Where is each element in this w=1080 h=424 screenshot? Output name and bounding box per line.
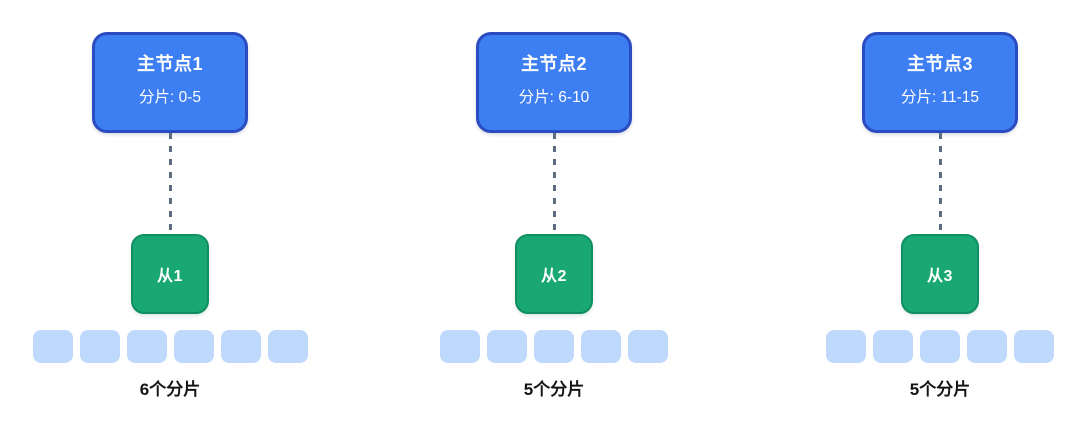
master-node-shard-range: 分片: 6-10: [518, 88, 590, 106]
shard-square: [826, 330, 866, 363]
shard-square: [920, 330, 960, 363]
cluster-column-3: 主节点3 分片: 11-15 从3 5个分片: [770, 0, 1080, 400]
slave-node-label: 从3: [927, 268, 953, 285]
master-node-title: 主节点3: [906, 53, 973, 74]
shard-square: [967, 330, 1007, 363]
master-node-shard-range: 分片: 11-15: [900, 88, 980, 106]
cluster-column-2: 主节点2 分片: 6-10 从2 5个分片: [384, 0, 724, 400]
master-node-2: 主节点2 分片: 6-10: [476, 32, 632, 133]
shard-row: [440, 330, 668, 363]
master-node-3: 主节点3 分片: 11-15: [862, 32, 1018, 133]
shard-count-label: 6个分片: [139, 380, 201, 399]
master-slave-dashed-connector: [938, 133, 942, 234]
slave-node-2: 从2: [515, 234, 593, 314]
shard-square: [32, 330, 73, 363]
master-node-shard-range: 分片: 0-5: [138, 88, 201, 106]
master-slave-dashed-connector: [168, 133, 172, 234]
shard-row: [826, 330, 1054, 363]
shard-count-label: 5个分片: [909, 380, 971, 399]
master-node-1: 主节点1 分片: 0-5: [92, 32, 248, 133]
slave-node-label: 从1: [157, 268, 183, 285]
slave-node-3: 从3: [901, 234, 979, 314]
shard-square: [628, 330, 668, 363]
shard-square: [440, 330, 480, 363]
shard-count-label: 5个分片: [523, 380, 585, 399]
slave-node-1: 从1: [131, 234, 209, 314]
shard-square: [487, 330, 527, 363]
shard-square: [79, 330, 120, 363]
slave-node-label: 从2: [541, 268, 567, 285]
shard-square: [173, 330, 214, 363]
shard-square: [581, 330, 621, 363]
shard-square: [873, 330, 913, 363]
master-node-title: 主节点1: [136, 53, 203, 74]
master-slave-dashed-connector: [552, 133, 556, 234]
shard-square: [1014, 330, 1054, 363]
master-node-title: 主节点2: [520, 53, 587, 74]
shard-square: [220, 330, 261, 363]
shard-row: [32, 330, 308, 363]
shard-square: [126, 330, 167, 363]
shard-square: [534, 330, 574, 363]
cluster-column-1: 主节点1 分片: 0-5 从1 6个分片: [0, 0, 340, 400]
shard-square: [267, 330, 308, 363]
